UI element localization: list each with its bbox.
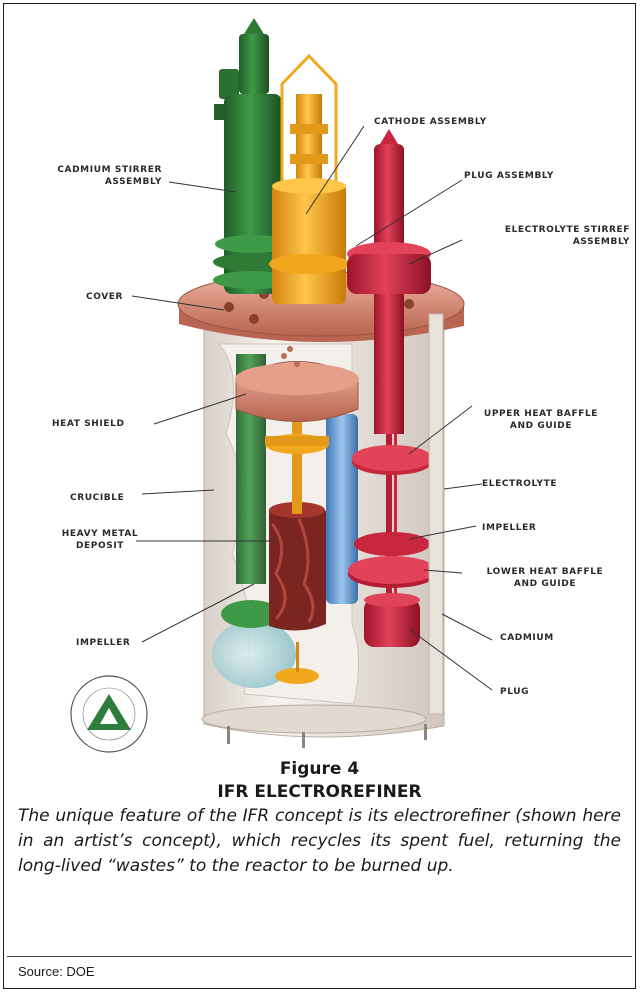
- label-electrolyte-stirrer-assembly: ELECTROLYTE STIRREF ASSEMBLY: [456, 224, 630, 248]
- label-lower-heat-baffle: LOWER HEAT BAFFLE AND GUIDE: [460, 566, 630, 590]
- figure-title: IFR ELECTROREFINER: [18, 781, 621, 803]
- label-upper-heat-baffle: UPPER HEAT BAFFLE AND GUIDE: [466, 408, 616, 432]
- figure-number: Figure 4: [18, 758, 621, 780]
- label-impeller-right: IMPELLER: [482, 522, 536, 534]
- label-heavy-metal-deposit: HEAVY METAL DEPOSIT: [56, 528, 144, 552]
- figure-caption: Figure 4 IFR ELECTROREFINER: [18, 758, 621, 803]
- source-note: Source: DOE: [18, 964, 95, 979]
- label-plug-assembly: PLUG ASSEMBLY: [464, 170, 554, 182]
- label-heat-shield: HEAT SHIELD: [52, 418, 125, 430]
- divider: [7, 956, 632, 957]
- label-crucible: CRUCIBLE: [70, 492, 124, 504]
- heavy-metal-deposit: [269, 502, 326, 631]
- label-impeller-left: IMPELLER: [76, 637, 130, 649]
- figure-frame: CADMIUM STIRRER ASSEMBLY CATHODE ASSEMBL…: [3, 3, 636, 989]
- label-cadmium: CADMIUM: [500, 632, 554, 644]
- figure-description: The unique feature of the IFR concept is…: [18, 804, 621, 879]
- label-cover: COVER: [86, 291, 123, 303]
- label-cadmium-stirrer-assembly: CADMIUM STIRRER ASSEMBLY: [18, 164, 162, 188]
- label-cathode-assembly: CATHODE ASSEMBLY: [374, 116, 487, 128]
- label-plug: PLUG: [500, 686, 529, 698]
- label-electrolyte: ELECTROLYTE: [482, 478, 557, 490]
- argonne-logo: [71, 676, 147, 752]
